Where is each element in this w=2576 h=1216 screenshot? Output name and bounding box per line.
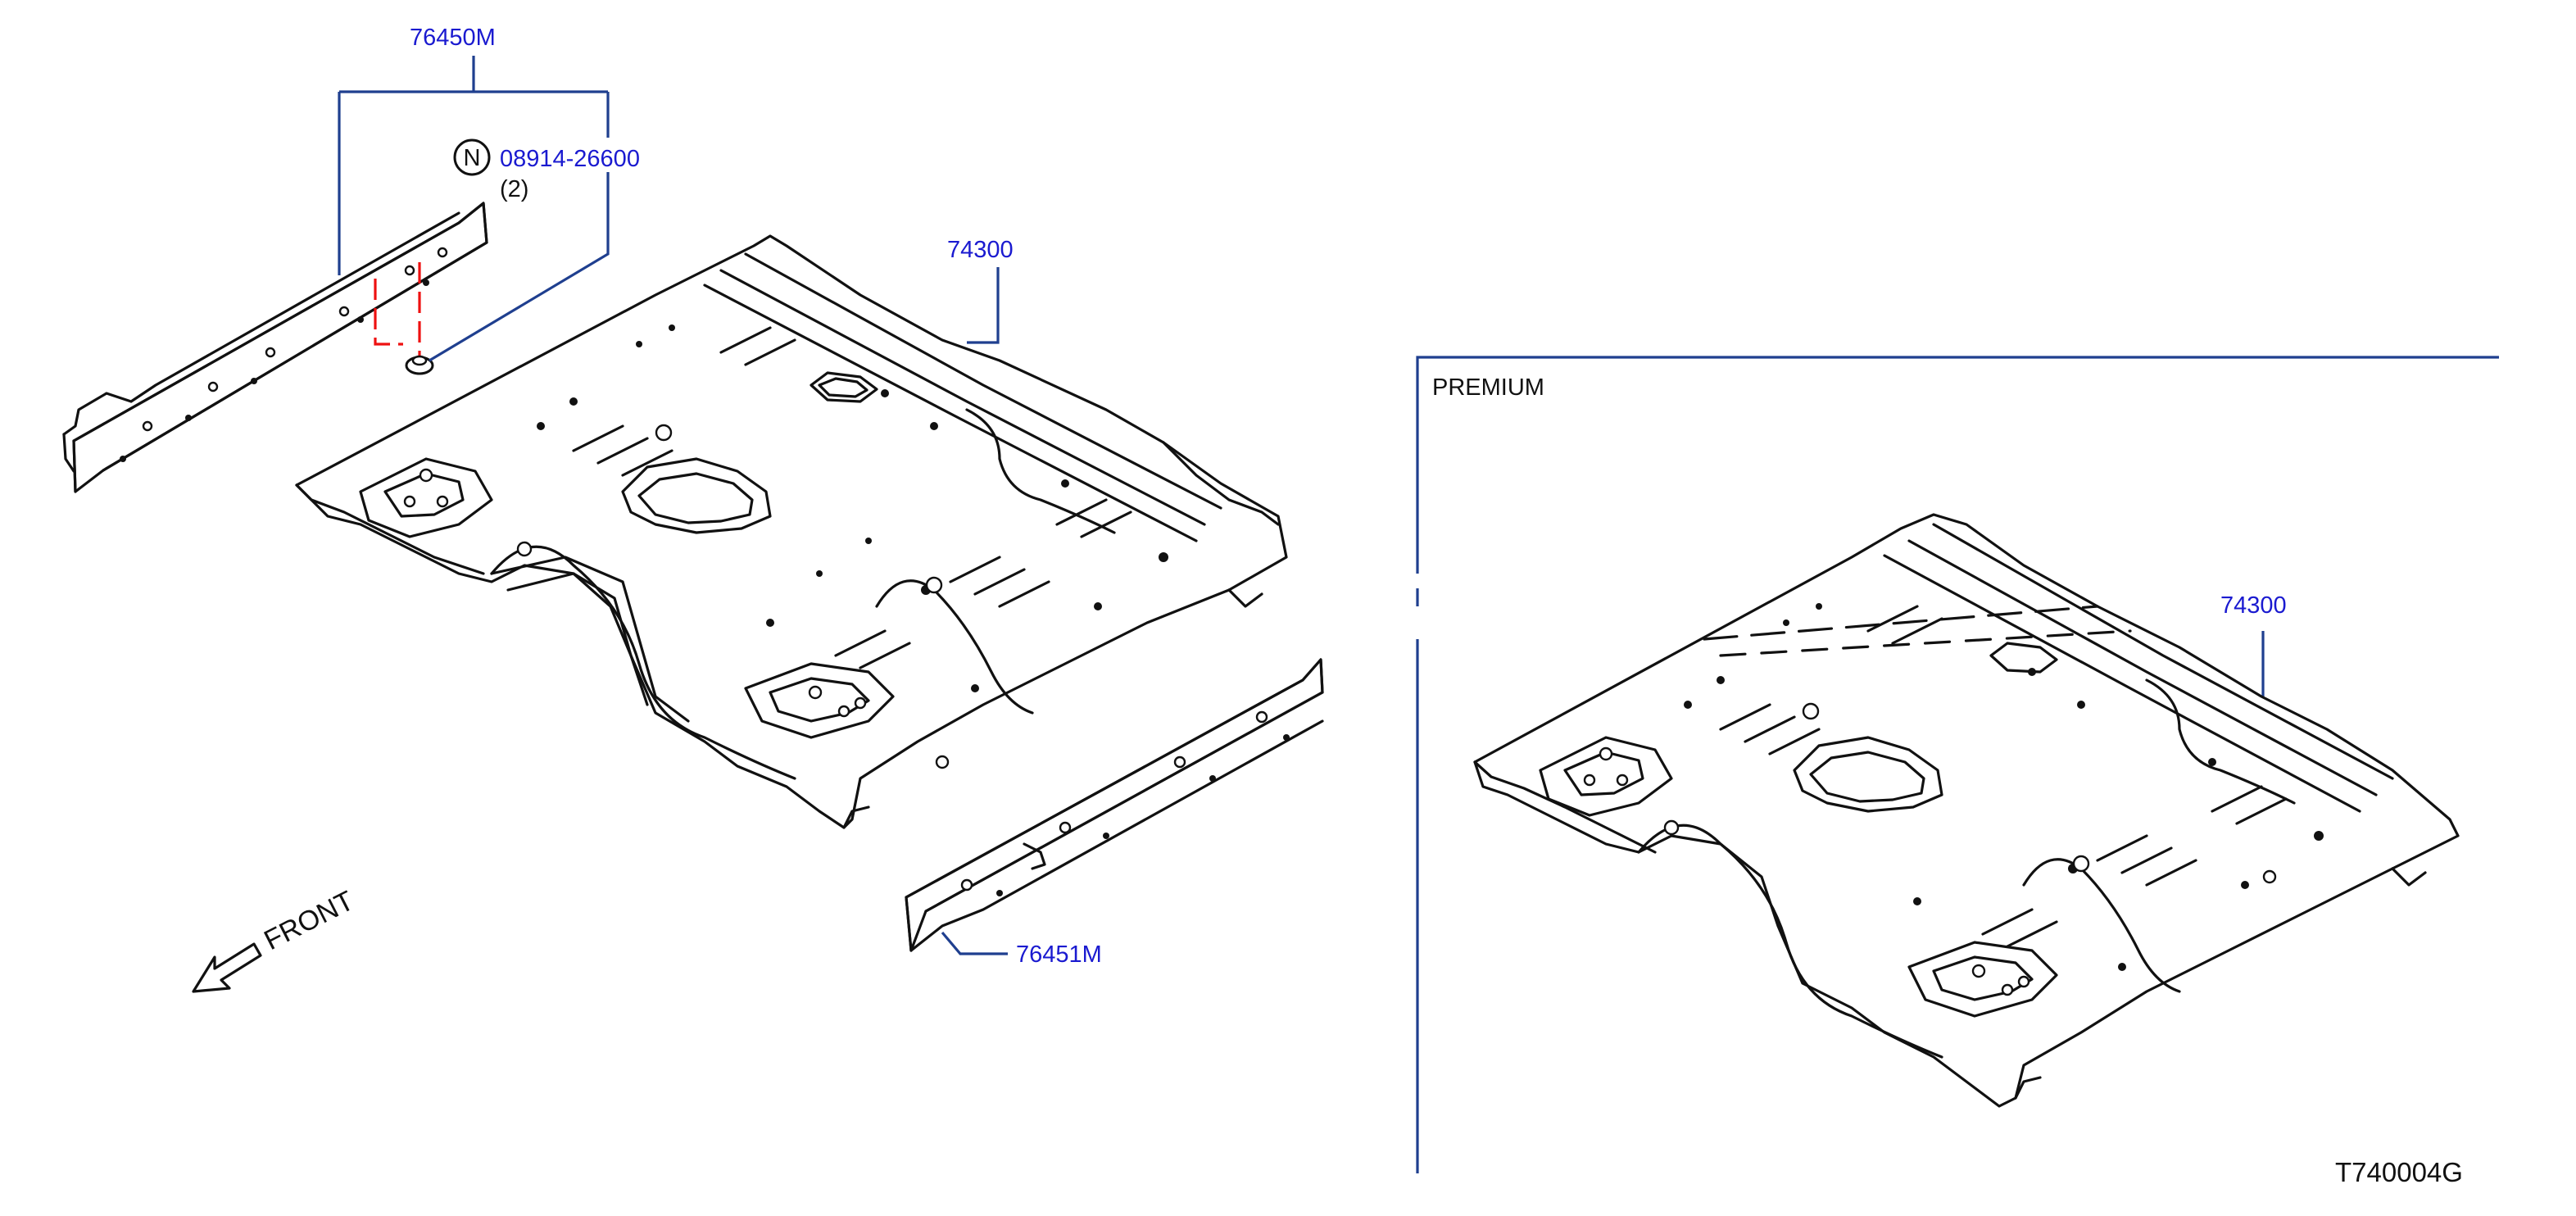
new-part-symbol-letter: N — [464, 145, 481, 171]
floor-panel-premium — [1473, 513, 2460, 1108]
clip-fastener — [374, 262, 434, 375]
part-label-08914-26600: 08914-26600 — [500, 146, 640, 172]
inset-title: PREMIUM — [1432, 374, 1544, 401]
floor-panel-main — [295, 234, 1288, 829]
leader-lines — [338, 56, 2265, 955]
part-label-76450m: 76450M — [410, 25, 496, 51]
figure-code: T740004G — [2335, 1157, 2463, 1187]
front-direction-label: FRONT — [259, 885, 359, 956]
front-direction-arrow — [192, 942, 262, 993]
side-rail-right — [905, 658, 1324, 952]
part-label-74300-premium: 74300 — [2220, 592, 2287, 619]
part-label-76451m: 76451M — [1016, 941, 1102, 968]
part-qty-label: (2) — [500, 176, 528, 202]
inset-frame — [1416, 356, 2499, 1173]
part-label-74300: 74300 — [947, 237, 1014, 263]
side-rail-left — [62, 202, 488, 493]
new-part-symbol — [453, 138, 491, 176]
